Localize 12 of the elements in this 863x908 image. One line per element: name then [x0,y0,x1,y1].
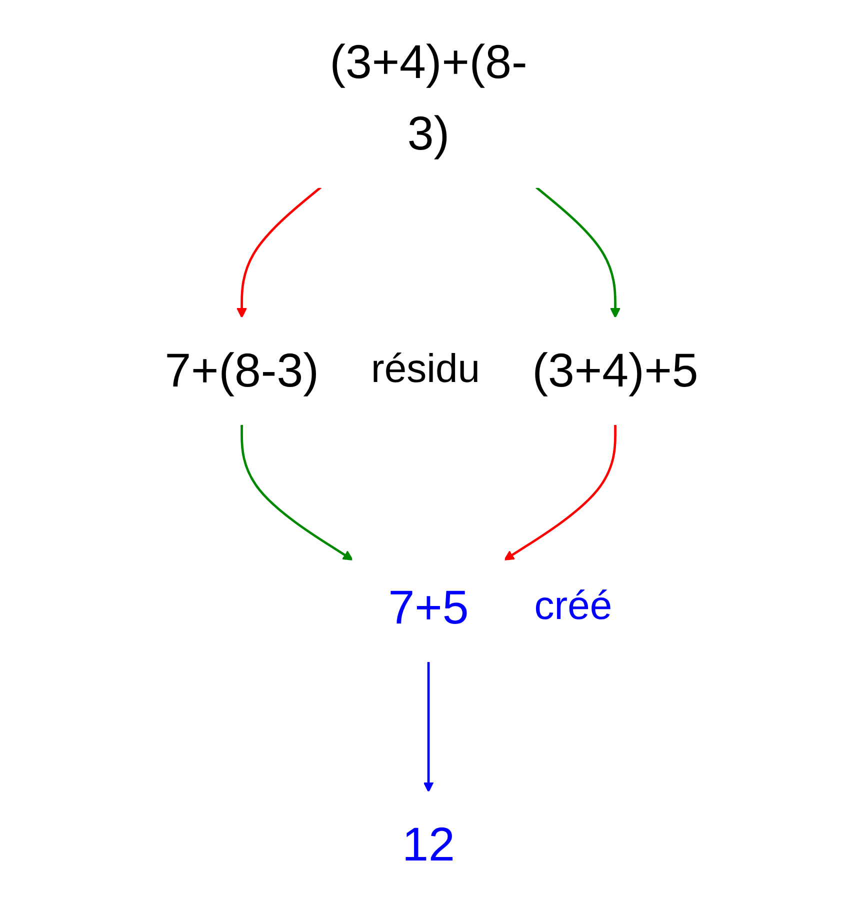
arrow [240,424,354,560]
node-text: (3+4)+(8-3) [330,36,528,160]
node-note: créé [534,584,612,630]
note-text: résidu [371,347,480,392]
arrow [536,186,620,318]
arrow [504,424,616,560]
arrow [236,186,322,318]
node-text: (3+4)+5 [532,344,698,398]
node-text: 12 [402,819,455,872]
arrow [423,661,434,792]
node-text: 7+5 [388,582,469,634]
node-text: 7+(8-3) [164,344,319,398]
